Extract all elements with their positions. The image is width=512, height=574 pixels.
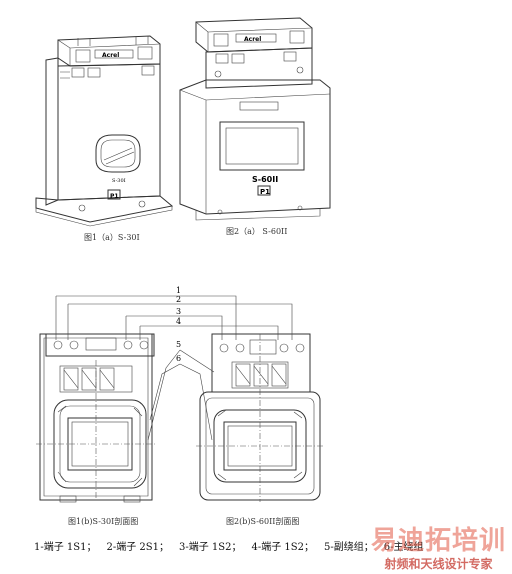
fig2a-caption: 图2（a） S-60II bbox=[226, 227, 288, 236]
device-s60-3d bbox=[179, 17, 331, 221]
legend-item-4: 4-端子 1S2； bbox=[251, 542, 315, 553]
legend-item-6: 6-主绕组 bbox=[383, 542, 424, 553]
s30-brand-label: Acrel bbox=[102, 52, 119, 59]
fig2b-caption: 图2(b)S-60II剖面图 bbox=[226, 517, 300, 526]
legend-item-1: 1-端子 1S1； bbox=[34, 542, 97, 553]
callout-1: 1 bbox=[176, 286, 181, 295]
watermark: 易迪拓培训 射频和天线设计专家 bbox=[371, 520, 506, 572]
watermark-title: 易迪拓培训 bbox=[370, 526, 506, 556]
s30-p1-label: P1 bbox=[110, 193, 119, 200]
callout-5: 5 bbox=[176, 340, 181, 349]
s30-front-label: S-30I bbox=[112, 178, 126, 184]
section-s30 bbox=[36, 333, 156, 503]
callout-6: 6 bbox=[176, 354, 181, 363]
section-s60 bbox=[196, 333, 324, 502]
watermark-subtitle: 射频和天线设计专家 bbox=[384, 557, 493, 571]
callout-2: 2 bbox=[176, 295, 181, 304]
legend-item-2: 2-端子 2S1； bbox=[106, 542, 170, 553]
s60-front-label: S-60II bbox=[252, 175, 278, 184]
fig1b-caption: 图1(b)S-30I剖面图 bbox=[68, 517, 139, 526]
legend-item-3: 3-端子 1S2； bbox=[179, 542, 242, 553]
legend-item-5: 5-副绕组； bbox=[324, 542, 374, 553]
s60-brand-label: Acrel bbox=[244, 36, 261, 43]
device-s30-3d bbox=[35, 35, 174, 227]
callout-3: 3 bbox=[176, 307, 181, 316]
callout-4: 4 bbox=[176, 317, 181, 326]
legend: 1-端子 1S1； 2-端子 2S1； 3-端子 1S2； 4-端子 1S2； … bbox=[34, 538, 424, 553]
s60-p1-label: P1 bbox=[260, 188, 270, 196]
leader-lines bbox=[55, 295, 293, 441]
fig1a-caption: 图1（a）S-30I bbox=[84, 233, 140, 242]
